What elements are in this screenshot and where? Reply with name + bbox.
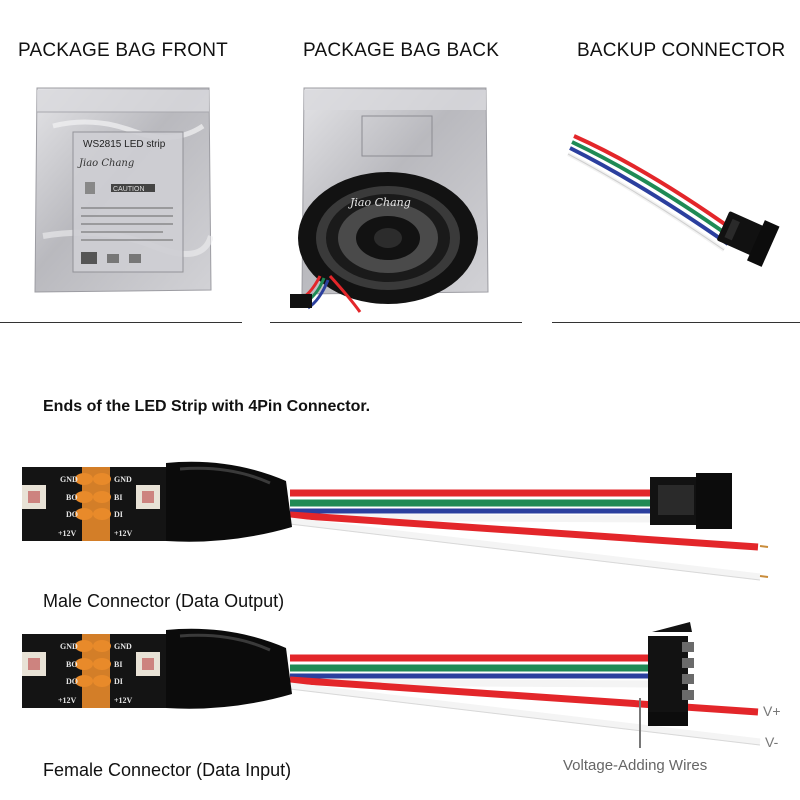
female-connector-caption: Female Connector (Data Input) (43, 760, 292, 780)
pad-label-do: DO (66, 677, 78, 686)
caution-text: CAUTION (113, 186, 145, 193)
bag-back-image: Jiao Chang (290, 87, 489, 313)
bag-front-image: WS2815 LED strip Jiao Chang CAUTION (34, 87, 213, 293)
divider-bag-back (270, 322, 522, 323)
bag-front-label: WS2815 LED strip Jiao Chang CAUTION (72, 131, 184, 273)
female-connector-image: GND GND BO BI DO DI +12V +12V (22, 622, 761, 748)
section-heading: Ends of the LED Strip with 4Pin Connecto… (43, 398, 371, 415)
pad-label-di: DI (114, 677, 123, 686)
divider-bag-front (0, 322, 242, 323)
pad-label-bo: BO (66, 493, 78, 502)
pad-label-bi: BI (114, 660, 122, 669)
backup-connector-plug (717, 211, 780, 267)
pad-label-gnd-right: GND (114, 475, 132, 484)
bag-back-title: PACKAGE BAG BACK (303, 40, 500, 61)
bag-front-title: PACKAGE BAG FRONT (18, 40, 228, 61)
pad-label-12v-left: +12V (58, 529, 77, 538)
male-connector-caption: Male Connector (Data Output) (43, 591, 285, 611)
reel-brand-text: Jiao Chang (348, 196, 411, 209)
v-minus-label: V- (765, 734, 779, 750)
bag-front-brand-text: Jiao Chang (77, 158, 134, 169)
male-plug (650, 473, 732, 529)
pad-label-bo: BO (66, 660, 78, 669)
v-plus-label: V+ (763, 703, 781, 719)
pad-label-gnd-right: GND (114, 642, 132, 651)
pad-label-12v-left: +12V (58, 696, 77, 705)
led-reel: Jiao Chang (290, 172, 478, 313)
pad-label-do: DO (66, 510, 78, 519)
backup-connector-title: BACKUP CONNECTOR (577, 40, 786, 61)
pad-label-12v-right: +12V (114, 696, 133, 705)
female-plug (648, 622, 694, 726)
pad-label-12v-right: +12V (114, 529, 133, 538)
voltage-adding-wires-label: Voltage-Adding Wires (563, 757, 708, 774)
pad-label-bi: BI (114, 493, 122, 502)
pad-label-di: DI (114, 510, 123, 519)
divider-backup-connector (552, 322, 800, 323)
backup-connector-image (567, 134, 780, 267)
male-connector-image: GND GND BO BI DO DI +12V +12V (22, 461, 769, 581)
pad-label-gnd-left: GND (60, 475, 78, 484)
pad-label-gnd-left: GND (60, 642, 78, 651)
product-label-text: WS2815 LED strip (83, 139, 166, 150)
